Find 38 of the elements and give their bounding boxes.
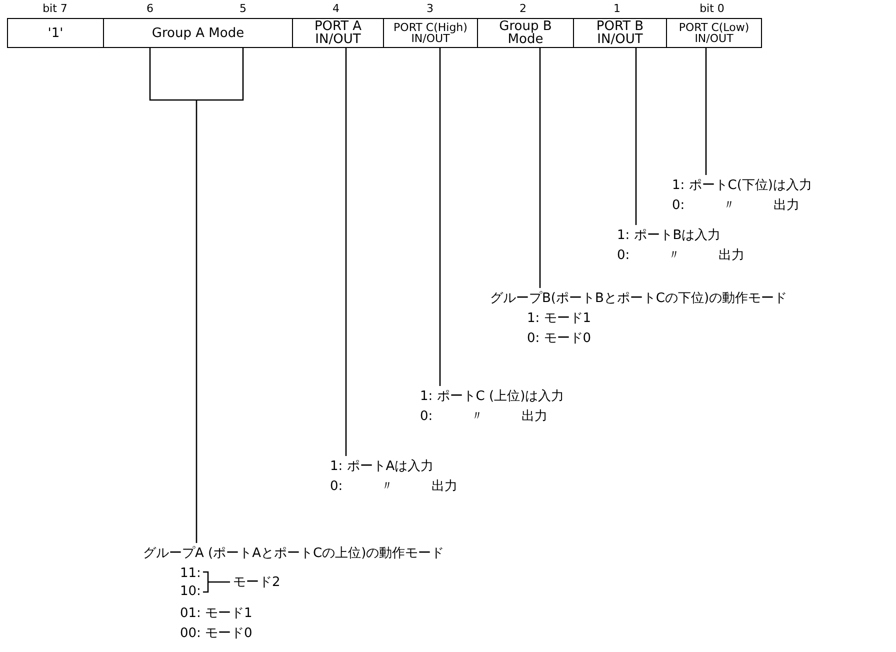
bit-number: bit 7 [42, 2, 68, 15]
bit-number: 1 [614, 2, 620, 15]
bit-field: PORT C(Low) IN/OUT [666, 18, 762, 48]
bit-number: bit 0 [700, 2, 724, 15]
description-text: 1: ポートAは入力 [330, 458, 434, 476]
description-text: 00: モード0 [180, 625, 252, 643]
description-text: 0: 〃 出力 [617, 247, 745, 265]
description-text: 0: モード0 [527, 330, 592, 348]
bit-number: 3 [426, 2, 434, 15]
description-text: 1: ポートC (上位)は入力 [420, 388, 564, 406]
description-text: モード2 [233, 574, 280, 592]
leader-line [345, 48, 347, 456]
bit-field: '1' [7, 18, 104, 48]
description-text: 0: 〃 出力 [330, 478, 458, 496]
description-heading: グループB(ポートBとポートCの下位)の動作モード [490, 290, 788, 308]
leader-line [539, 48, 541, 288]
bit-number: 2 [520, 2, 526, 15]
description-text: 1: ポートBは入力 [617, 227, 721, 245]
bit-field: PORT C(High) IN/OUT [383, 18, 478, 48]
bit-number: 5 [240, 2, 246, 15]
description-heading: グループA (ポートAとポートCの上位)の動作モード [143, 545, 444, 563]
bit-field: Group A Mode [103, 18, 293, 48]
description-text: 11: [180, 565, 201, 583]
bit-field: Group B Mode [477, 18, 574, 48]
description-text: 0: 〃 出力 [420, 408, 548, 426]
description-text: 01: モード1 [180, 605, 252, 623]
description-text: 0: 〃 出力 [672, 197, 800, 215]
description-text: 10: [180, 583, 201, 601]
leader-line [635, 48, 637, 225]
leader-line [149, 47, 244, 544]
leader-line [439, 48, 441, 386]
description-text: 1: モード1 [527, 310, 592, 328]
bit-field: PORT A IN/OUT [292, 18, 384, 48]
bit-number: 4 [332, 2, 340, 15]
leader-line [705, 48, 707, 175]
bit-number: 6 [146, 2, 154, 15]
description-text: 1: ポートC(下位)は入力 [672, 177, 812, 195]
bit-field: PORT B IN/OUT [573, 18, 667, 48]
